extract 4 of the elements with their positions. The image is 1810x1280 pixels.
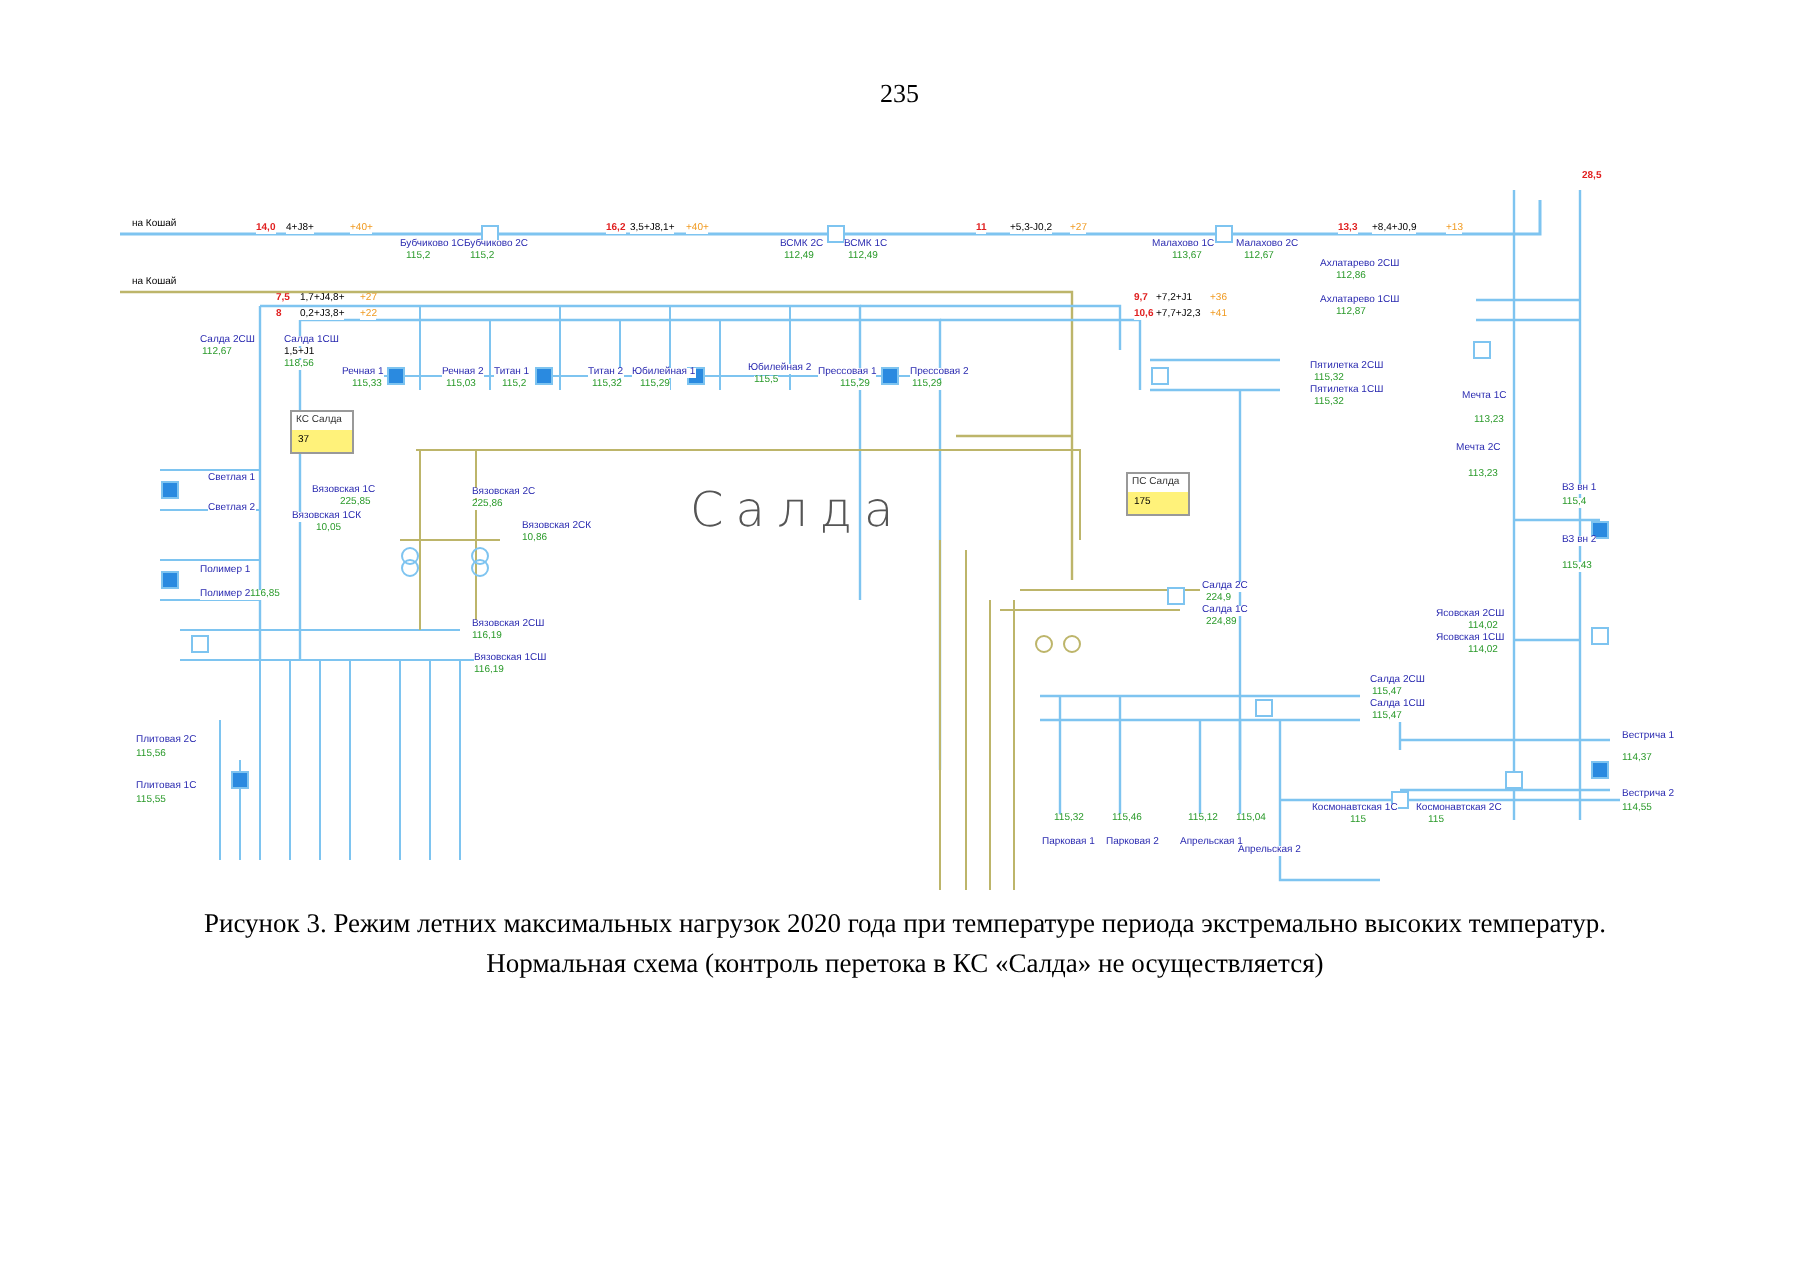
substation-info-box [290, 410, 354, 454]
figure-caption: Рисунок 3. Режим летних максимальных нагрузок 2020 года при температуре периода экстремально высоких температур. Нормальная схема (контроль перетока в КС «Салда» не осуществляется) [202, 906, 1608, 982]
substation-info-box [1126, 472, 1190, 516]
page-number: 235 [880, 80, 919, 106]
